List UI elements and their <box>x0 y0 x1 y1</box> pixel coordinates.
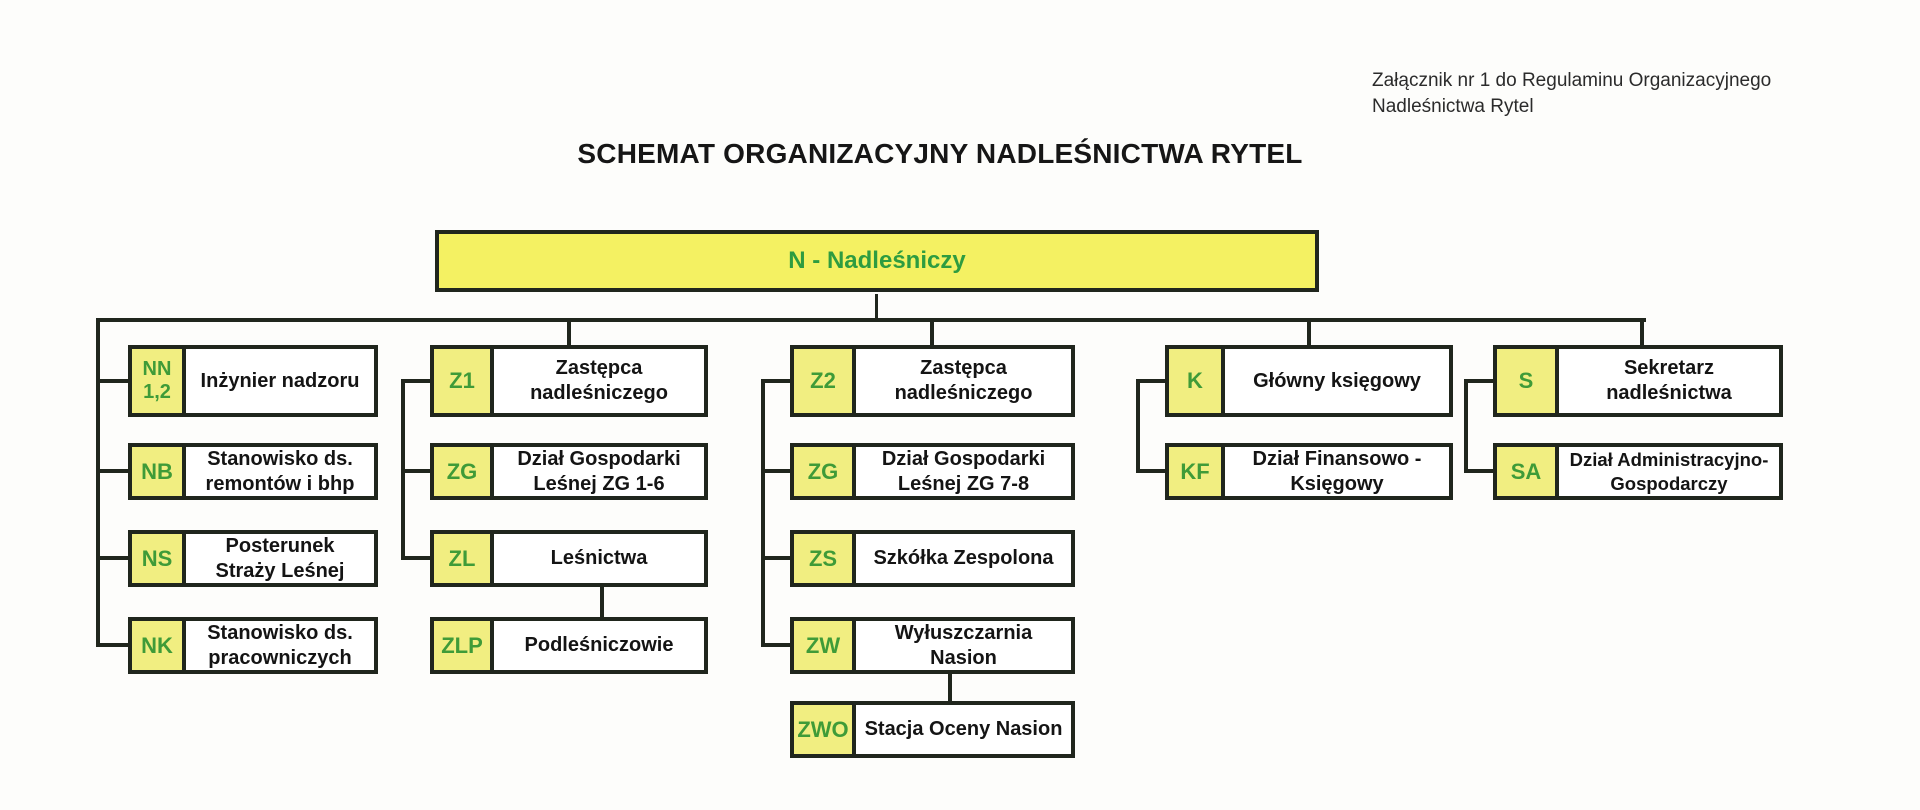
org-box-zw-label: Wyłuszczarnia Nasion <box>894 621 1033 669</box>
connector-col1-stub-nk <box>100 643 128 647</box>
connector-root-tick <box>875 294 878 318</box>
org-box-sa: SA Dział Administracyjno- Gospodarczy <box>1493 443 1783 500</box>
connector-col4-drop <box>1307 322 1311 345</box>
org-box-zg16-code: ZG <box>434 447 494 496</box>
connector-col1-vertical <box>96 318 100 647</box>
connector-col4-vertical <box>1136 379 1140 473</box>
page-title: SCHEMAT ORGANIZACYJNY NADLEŚNICTWA RYTEL <box>577 138 1303 169</box>
org-box-nk-code: NK <box>132 621 186 670</box>
org-box-z1: Z1 Zastępca nadleśniczego <box>430 345 708 417</box>
root-box-label: N - Nadleśniczy <box>788 247 966 274</box>
org-box-z2-label: Zastępca nadleśniczego <box>894 357 1033 404</box>
org-box-kf: KF Dział Finansowo - Księgowy <box>1165 443 1453 500</box>
org-box-z2: Z2 Zastępca nadleśniczego <box>790 345 1075 417</box>
org-box-zlp: ZLP Podleśniczowie <box>430 617 708 674</box>
attachment-note: Załącznik nr 1 do Regulaminu Organizacyj… <box>1372 68 1872 120</box>
connector-col2-drop <box>567 322 571 345</box>
org-box-zwo: ZWO Stacja Oceny Nasion <box>790 701 1075 758</box>
org-box-nb: NB Stanowisko ds. remontów i bhp <box>128 443 378 500</box>
org-box-nn-label: Inżynier nadzoru <box>200 369 360 392</box>
connector-col4-stub-k <box>1140 379 1165 383</box>
org-box-k-label: Główny księgowy <box>1253 369 1421 392</box>
org-box-zg78-code: ZG <box>794 447 856 496</box>
root-box-nadlesniczy: N - Nadleśniczy <box>435 230 1319 292</box>
org-box-sa-label: Dział Administracyjno- Gospodarczy <box>1569 449 1769 494</box>
connector-col3-stub-z2 <box>765 379 790 383</box>
org-box-kf-code: KF <box>1169 447 1225 496</box>
connector-col3-stub-zg <box>765 469 790 473</box>
org-box-nn: NN 1,2 Inżynier nadzoru <box>128 345 378 417</box>
org-box-ns: NS Posterunek Straży Leśnej <box>128 530 378 587</box>
org-box-z2-code: Z2 <box>794 349 856 413</box>
org-box-nb-code: NB <box>132 447 186 496</box>
connector-col4-stub-kf <box>1140 469 1165 473</box>
org-box-zs-code: ZS <box>794 534 856 583</box>
org-box-zg78: ZG Dział Gospodarki Leśnej ZG 7-8 <box>790 443 1075 500</box>
org-box-zlp-label: Podleśniczowie <box>524 634 674 656</box>
connector-zl-zlp <box>600 587 604 617</box>
connector-col2-vertical <box>401 379 405 560</box>
org-box-zl-code: ZL <box>434 534 494 583</box>
org-box-nk-label: Stanowisko ds. pracowniczych <box>207 621 353 669</box>
connector-col2-stub-zl <box>405 556 430 560</box>
org-box-ns-code: NS <box>132 534 186 583</box>
connector-zw-zwo <box>948 674 952 701</box>
connector-col2-stub-z1 <box>405 379 430 383</box>
attachment-note-line1: Załącznik nr 1 do Regulaminu Organizacyj… <box>1372 70 1772 91</box>
org-box-zlp-code: ZLP <box>434 621 494 670</box>
org-box-kf-label: Dział Finansowo - Księgowy <box>1252 447 1422 495</box>
org-box-zl-label: Leśnictwa <box>550 547 648 569</box>
org-box-zw: ZW Wyłuszczarnia Nasion <box>790 617 1075 674</box>
connector-col1-stub-ns <box>100 556 128 560</box>
connector-col3-stub-zw <box>765 643 790 647</box>
org-box-nn-code: NN 1,2 <box>132 349 186 413</box>
org-box-z1-code: Z1 <box>434 349 494 413</box>
connector-col3-drop <box>930 322 934 345</box>
org-box-sa-code: SA <box>1497 447 1559 496</box>
connector-col1-stub-nn <box>100 379 128 383</box>
org-box-zl: ZL Leśnictwa <box>430 530 708 587</box>
connector-col3-vertical <box>761 379 765 647</box>
connector-col5-vertical <box>1464 379 1468 473</box>
org-box-zg16-label: Dział Gospodarki Leśnej ZG 1-6 <box>517 447 681 495</box>
org-box-k-code: K <box>1169 349 1225 413</box>
org-box-zg16: ZG Dział Gospodarki Leśnej ZG 1-6 <box>430 443 708 500</box>
org-box-s-label: Sekretarz nadleśnictwa <box>1606 357 1732 404</box>
org-box-zw-code: ZW <box>794 621 856 670</box>
org-box-ns-label: Posterunek Straży Leśnej <box>215 534 345 582</box>
connector-col2-stub-zg <box>405 469 430 473</box>
org-box-zwo-label: Stacja Oceny Nasion <box>864 718 1063 740</box>
org-box-nk: NK Stanowisko ds. pracowniczych <box>128 617 378 674</box>
connector-main-horizontal <box>96 318 1646 322</box>
org-box-s-code: S <box>1497 349 1559 413</box>
attachment-note-line2: Nadleśnictwa Rytel <box>1372 96 1534 117</box>
org-box-zwo-code: ZWO <box>794 705 856 754</box>
org-box-zg78-label: Dział Gospodarki Leśnej ZG 7-8 <box>881 447 1046 495</box>
org-box-zs: ZS Szkółka Zespolona <box>790 530 1075 587</box>
org-box-s: S Sekretarz nadleśnictwa <box>1493 345 1783 417</box>
connector-col5-drop <box>1640 322 1644 347</box>
connector-col5-stub-sa <box>1468 469 1493 473</box>
connector-col1-stub-nb <box>100 469 128 473</box>
org-box-z1-label: Zastępca nadleśniczego <box>530 357 668 404</box>
org-box-zs-label: Szkółka Zespolona <box>873 547 1054 569</box>
connector-col3-stub-zs <box>765 556 790 560</box>
connector-col5-stub-s <box>1468 379 1493 383</box>
org-box-k: K Główny księgowy <box>1165 345 1453 417</box>
org-box-nb-label: Stanowisko ds. remontów i bhp <box>205 447 355 495</box>
